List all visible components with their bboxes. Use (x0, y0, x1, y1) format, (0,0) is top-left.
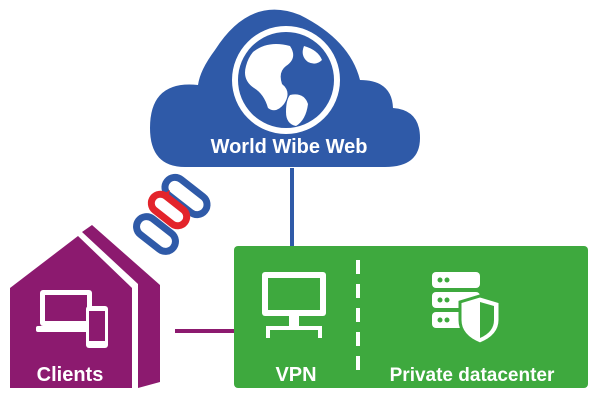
cloud-node: World Wibe Web (150, 9, 420, 167)
house-roof-side (82, 225, 160, 388)
server-shield-icon (432, 272, 502, 346)
network-node: VPN Private datacenter (234, 246, 588, 388)
clients-label: Clients (37, 364, 104, 386)
vpn-label: VPN (275, 364, 316, 386)
laptop-icon (36, 290, 96, 332)
cloud-label: World Wibe Web (211, 136, 368, 158)
smartphone-icon (86, 306, 108, 348)
broken-chain-icon (133, 173, 211, 255)
clients-node: Clients (10, 225, 160, 388)
datacenter-label: Private datacenter (390, 365, 555, 386)
globe-icon (232, 26, 340, 134)
monitor-network-icon (262, 272, 326, 338)
